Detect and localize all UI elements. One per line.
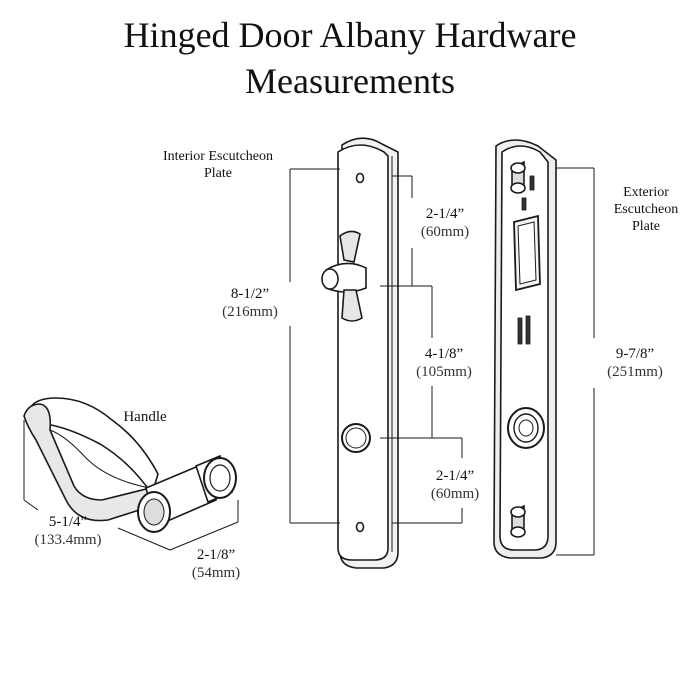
interior-plate-label: Interior Escutcheon Plate bbox=[148, 148, 288, 182]
dim-interior-height-mm: (216mm) bbox=[222, 304, 278, 320]
handle-label: Handle bbox=[123, 409, 167, 425]
interior-plate-label-line1: Interior Escutcheon bbox=[162, 149, 273, 164]
interior-plate-label-line2: Plate bbox=[204, 166, 232, 181]
dim-lever-to-hole: 4-1/8” (105mm) bbox=[405, 345, 483, 381]
interior-escutcheon-plate bbox=[321, 137, 399, 569]
dim-lever-to-hole-mm: (105mm) bbox=[416, 364, 472, 380]
handle-lever bbox=[23, 397, 237, 533]
dim-exterior-height-frac: 9-7/8” bbox=[615, 346, 655, 362]
dim-exterior-height: 9-7/8” (251mm) bbox=[594, 345, 676, 381]
dim-interior-height-frac: 8-1/2” bbox=[230, 286, 270, 302]
interior-bottom-screw-hole bbox=[355, 521, 365, 533]
exterior-escutcheon-plate bbox=[493, 139, 557, 559]
dim-top-to-lever-frac: 2-1/4” bbox=[425, 206, 465, 222]
exterior-plate-label-line1: Exterior bbox=[623, 185, 669, 200]
dim-lever-to-hole-frac: 4-1/8” bbox=[424, 346, 464, 362]
dim-handle-depth: 2-1/8” (54mm) bbox=[176, 546, 256, 582]
dim-top-to-lever: 2-1/4” (60mm) bbox=[410, 205, 480, 241]
exterior-embossed-text bbox=[517, 175, 535, 345]
dim-exterior-height-mm: (251mm) bbox=[607, 364, 663, 380]
dim-handle-length-frac: 5-1/4” bbox=[48, 514, 88, 530]
dim-top-to-lever-mm: (60mm) bbox=[420, 224, 470, 240]
dim-hole-to-bottom-frac: 2-1/4” bbox=[435, 468, 475, 484]
dim-hole-to-bottom: 2-1/4” (60mm) bbox=[420, 467, 490, 503]
exterior-cylinder bbox=[507, 407, 545, 449]
dim-handle-depth-mm: (54mm) bbox=[191, 565, 241, 581]
dim-handle-length-mm: (133.4mm) bbox=[34, 532, 102, 548]
thumb-turn-lever bbox=[321, 230, 367, 322]
dim-handle-length: 5-1/4” (133.4mm) bbox=[18, 513, 118, 549]
title-line-1: Hinged Door Albany Hardware bbox=[123, 15, 577, 55]
exterior-plate-label-line2: Escutcheon bbox=[613, 202, 679, 217]
title-line-2: Measurements bbox=[245, 61, 455, 101]
exterior-plate-label: Exterior Escutcheon Plate bbox=[596, 184, 696, 235]
exterior-bottom-post bbox=[510, 504, 526, 538]
dim-interior-height: 8-1/2” (216mm) bbox=[210, 285, 290, 321]
interior-top-screw-hole bbox=[355, 172, 365, 184]
dim-hole-to-bottom-mm: (60mm) bbox=[430, 486, 480, 502]
dim-handle-depth-frac: 2-1/8” bbox=[196, 547, 236, 563]
exterior-top-post bbox=[510, 160, 526, 194]
exterior-plate-label-line3: Plate bbox=[632, 219, 660, 234]
dimension-lines bbox=[23, 167, 595, 556]
